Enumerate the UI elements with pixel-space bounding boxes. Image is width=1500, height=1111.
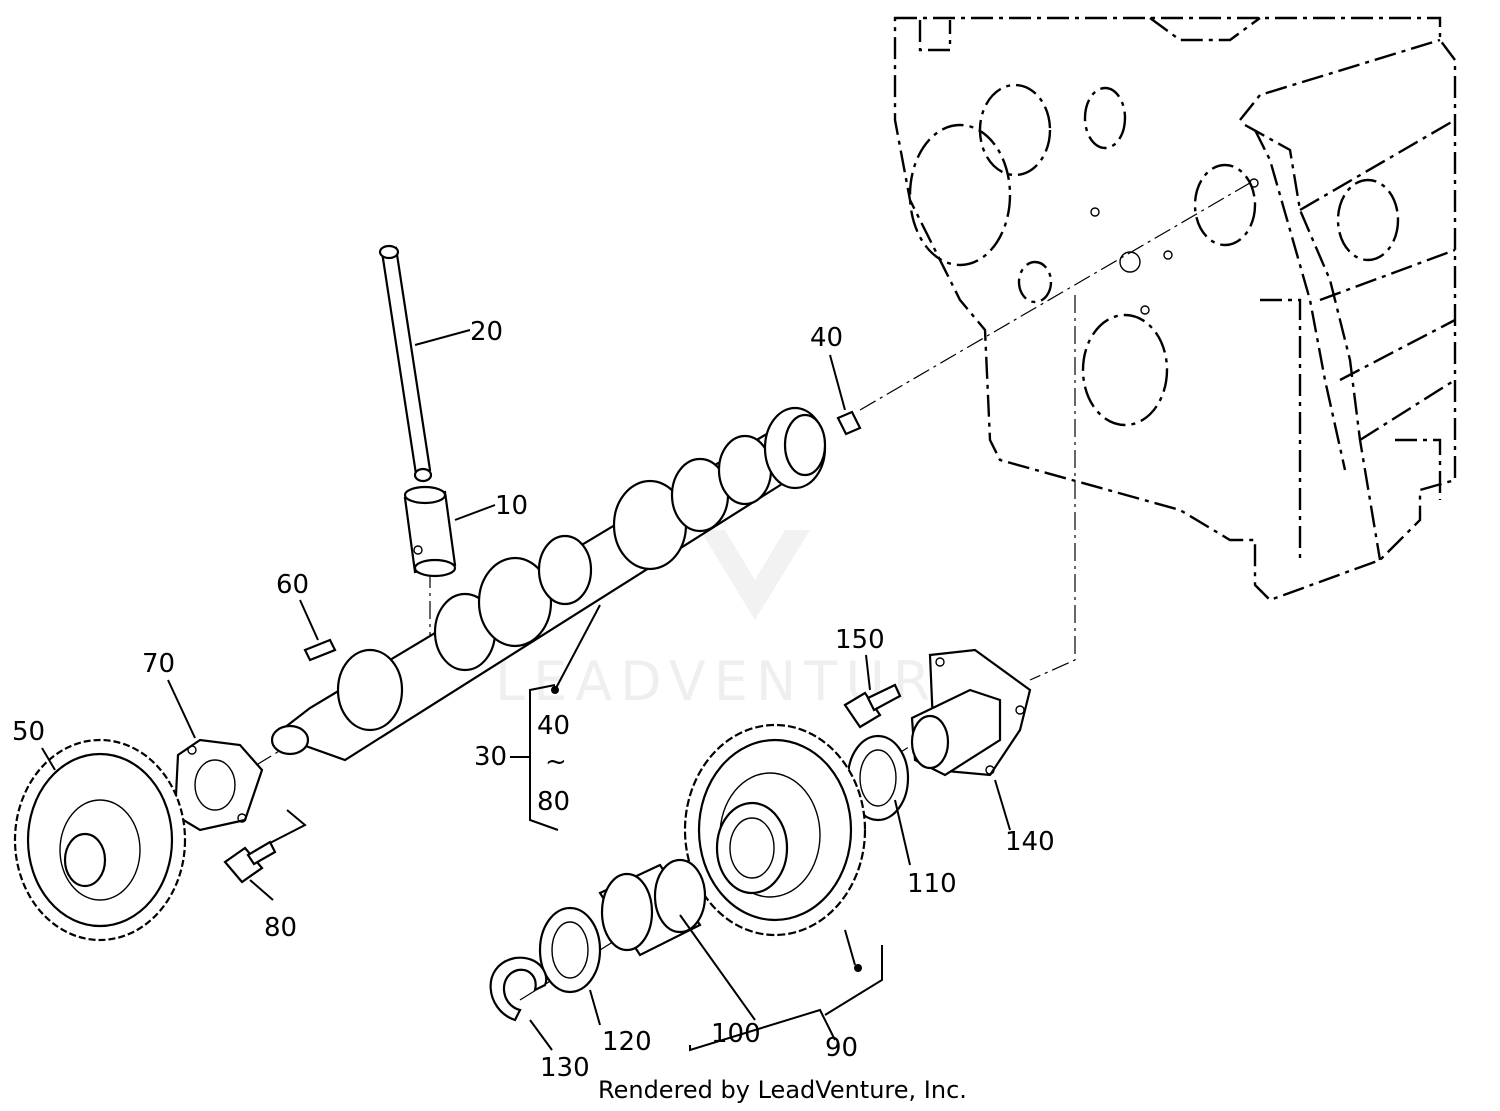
label-80: 80 bbox=[264, 913, 297, 943]
woodruff-key bbox=[303, 638, 337, 662]
label-60: 60 bbox=[276, 570, 309, 600]
label-40-range: 40 bbox=[537, 711, 570, 741]
bolt-150 bbox=[843, 683, 902, 729]
leader-lines bbox=[41, 329, 1011, 1052]
camshaft bbox=[270, 406, 827, 762]
label-130: 130 bbox=[540, 1053, 590, 1083]
label-150: 150 bbox=[835, 625, 885, 655]
washer-120 bbox=[538, 906, 602, 994]
label-30: 30 bbox=[474, 742, 507, 772]
label-80-range: 80 bbox=[537, 787, 570, 817]
label-10: 10 bbox=[495, 491, 528, 521]
watermark-text: LEADVENTURE bbox=[495, 650, 980, 713]
label-100: 100 bbox=[711, 1019, 761, 1049]
watermark: LEADVENTURE bbox=[495, 530, 980, 713]
tappet bbox=[403, 485, 457, 578]
snap-ring bbox=[489, 956, 548, 1022]
footer-credit: Rendered by LeadVenture, Inc. bbox=[598, 1076, 967, 1104]
range-symbol: ~ bbox=[545, 747, 567, 777]
label-20: 20 bbox=[470, 317, 503, 347]
bushing bbox=[598, 858, 707, 957]
label-40-top: 40 bbox=[810, 323, 843, 353]
label-110: 110 bbox=[907, 869, 957, 899]
label-120: 120 bbox=[602, 1027, 652, 1057]
label-50: 50 bbox=[12, 717, 45, 747]
label-140: 140 bbox=[1005, 827, 1055, 857]
idler-gear bbox=[683, 723, 867, 937]
bolt-80 bbox=[223, 840, 277, 884]
part-labels: 20 10 60 70 50 80 40 40 ~ 80 30 150 140 … bbox=[12, 317, 1055, 1083]
plug bbox=[836, 410, 862, 436]
label-90: 90 bbox=[825, 1033, 858, 1063]
push-rod bbox=[378, 244, 433, 483]
camshaft-gear bbox=[13, 738, 187, 942]
engine-block bbox=[893, 16, 1457, 602]
thrust-plate bbox=[173, 738, 264, 832]
label-70: 70 bbox=[142, 649, 175, 679]
idler-shaft bbox=[910, 648, 1032, 777]
